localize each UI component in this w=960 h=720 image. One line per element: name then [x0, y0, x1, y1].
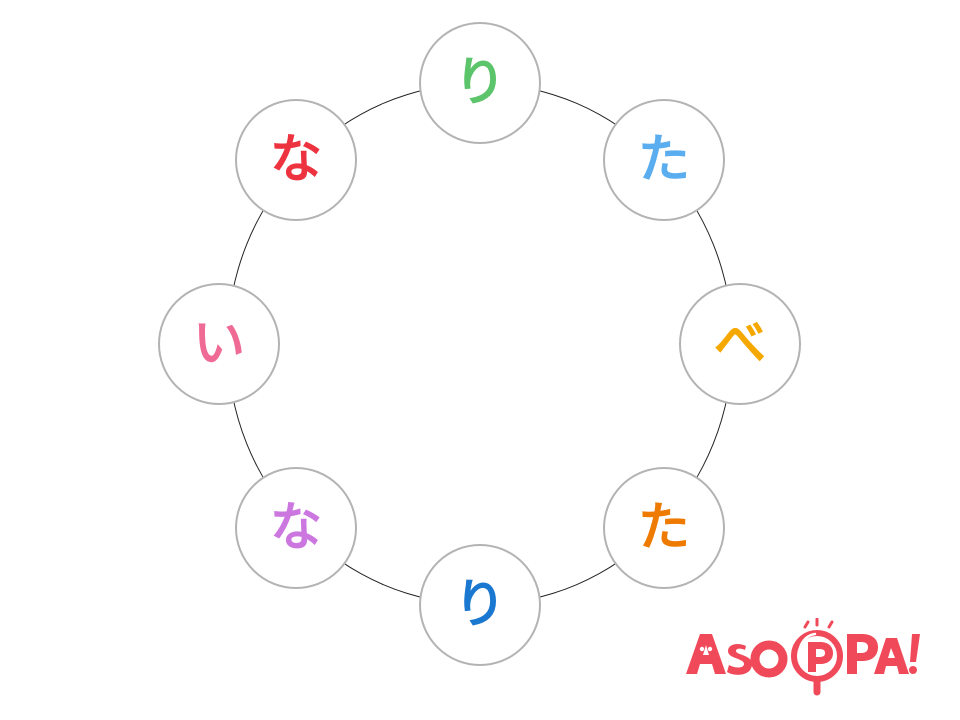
- letter-circle-4: た: [603, 467, 725, 589]
- asoppa-logo: [680, 618, 920, 708]
- letter-circle-1: り: [419, 22, 541, 144]
- letter-circle-7: い: [158, 283, 280, 405]
- letter-8: な: [269, 130, 322, 190]
- letter-5: り: [453, 575, 506, 635]
- letter-7: い: [192, 314, 245, 374]
- letter-circle-8: な: [235, 99, 357, 221]
- letter-circle-3: べ: [679, 283, 801, 405]
- letter-circle-6: な: [235, 467, 357, 589]
- letter-1: り: [453, 53, 506, 113]
- letter-circle-5: り: [419, 544, 541, 666]
- letter-4: た: [637, 498, 690, 558]
- letter-6: な: [269, 498, 322, 558]
- letter-circle-2: た: [603, 99, 725, 221]
- letter-3: べ: [713, 314, 766, 374]
- asoppa-logo-graphic: [686, 618, 920, 696]
- letter-2: た: [637, 130, 690, 190]
